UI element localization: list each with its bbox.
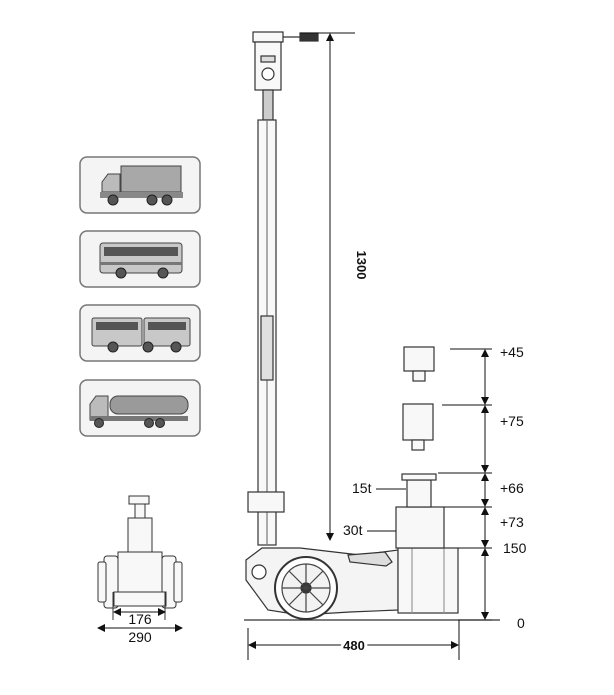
front-outer-dimension-label: 290	[128, 629, 152, 645]
height-step-label: 0	[517, 615, 525, 631]
height-step-label: +66	[500, 480, 524, 496]
height-step-label: +45	[500, 344, 524, 360]
total-height-label: 1300	[354, 251, 369, 280]
front-inner-dimension-label: 176	[128, 611, 152, 627]
base-width-label: 480	[343, 638, 365, 653]
height-step-label: +73	[500, 514, 524, 530]
ram-30t-label: 30t	[343, 522, 363, 538]
vehicle-icons	[79, 156, 201, 437]
bus-icon	[79, 230, 201, 288]
tanker-truck-icon	[79, 379, 201, 437]
height-step-label: +75	[500, 413, 524, 429]
jack-side-view	[244, 31, 500, 621]
jack-front-view	[97, 495, 183, 620]
height-step-label: 150	[503, 540, 527, 556]
ram-15t-label: 15t	[352, 480, 372, 496]
articulated-bus-icon	[79, 304, 201, 362]
truck-icon	[79, 156, 201, 214]
